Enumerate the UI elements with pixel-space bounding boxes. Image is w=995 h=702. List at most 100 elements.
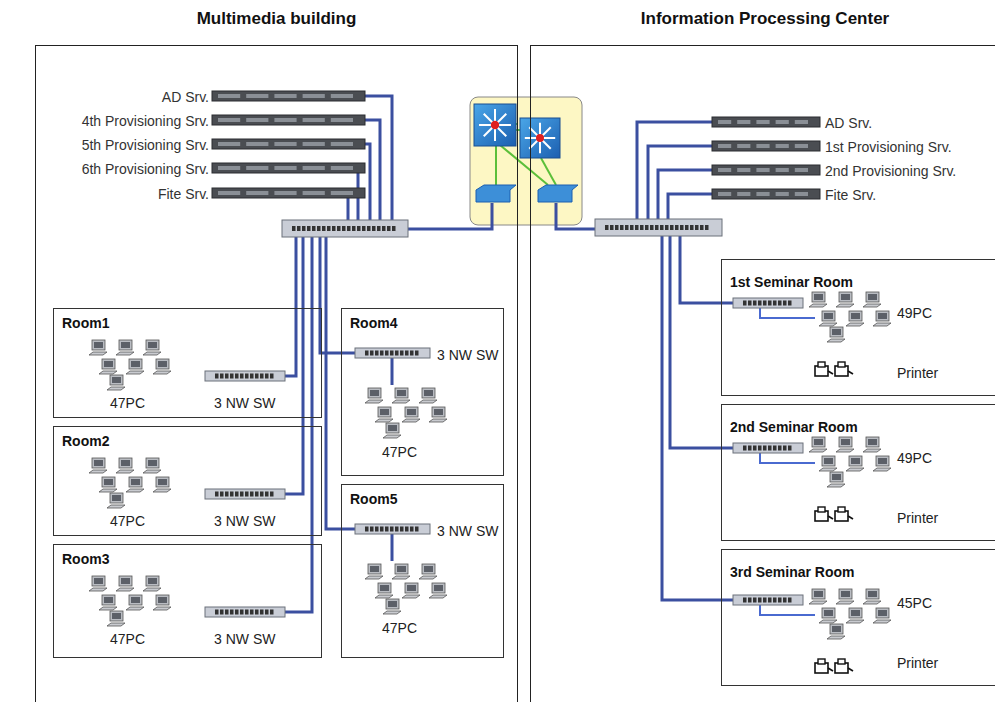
pc-monitor — [812, 292, 825, 302]
node-text: 3 NW SW — [214, 513, 275, 529]
switch-port — [778, 446, 782, 451]
node-text: 49PC — [897, 450, 932, 466]
switch-port — [392, 226, 396, 231]
server-bay — [331, 191, 353, 195]
pc-keyboard — [402, 419, 420, 422]
network-wire — [391, 534, 394, 561]
pc-monitor — [129, 477, 142, 487]
pc-monitor — [422, 564, 435, 574]
pc-monitor — [386, 599, 399, 609]
pc-screen — [814, 591, 823, 597]
switch-port — [260, 374, 264, 379]
pc-monitor — [839, 589, 852, 599]
pc-screen — [112, 613, 121, 619]
server-icon — [712, 165, 820, 175]
pc-screen — [878, 313, 887, 319]
switch-port — [250, 374, 254, 379]
switch-port — [615, 225, 619, 230]
switch-icon — [205, 371, 285, 381]
pc-keyboard — [143, 352, 161, 355]
pc-monitor — [368, 564, 381, 574]
pc-screen — [868, 439, 877, 445]
pc-monitor — [822, 456, 835, 466]
pc-screen — [397, 566, 406, 572]
switch-port — [375, 527, 379, 532]
pc-screen — [94, 578, 103, 584]
network-wire — [760, 308, 815, 318]
pc-keyboard — [116, 352, 134, 355]
pc-keyboard — [809, 449, 827, 452]
pc-screen — [121, 342, 130, 348]
node-heading: 2nd Seminar Room — [730, 419, 858, 435]
switch-port — [352, 226, 356, 231]
switch-port — [743, 301, 747, 306]
node-text: 47PC — [382, 620, 417, 636]
switch-port — [240, 610, 244, 615]
switch-port — [370, 527, 374, 532]
printer-tray — [838, 507, 845, 512]
pc-monitor — [839, 292, 852, 302]
switch-port — [705, 225, 709, 230]
pc-monitor — [866, 589, 879, 599]
switch-port — [225, 374, 229, 379]
switch-port — [788, 301, 792, 306]
pc-screen — [397, 390, 406, 396]
pc-keyboard — [143, 470, 161, 473]
switch-port — [405, 351, 409, 356]
switch-port — [758, 598, 762, 603]
switch-port — [400, 527, 404, 532]
pc-keyboard — [116, 470, 134, 473]
pc-keyboard — [365, 400, 383, 403]
pc-screen — [121, 578, 130, 584]
switch-port — [270, 374, 274, 379]
pc-monitor — [156, 359, 169, 369]
switch-icon — [205, 607, 285, 617]
switch-port — [695, 225, 699, 230]
node-heading: Room4 — [350, 315, 397, 331]
switch-port — [225, 610, 229, 615]
switch-port — [640, 225, 644, 230]
pc-monitor — [102, 359, 115, 369]
switch-port — [385, 527, 389, 532]
switch-port — [245, 610, 249, 615]
pc-monitor — [368, 388, 381, 398]
node-text: 47PC — [110, 631, 145, 647]
pc-monitor — [110, 375, 123, 385]
switch-port — [655, 225, 659, 230]
network-wire — [668, 194, 712, 220]
switch-port — [700, 225, 704, 230]
switch-port — [255, 492, 259, 497]
pc-screen — [407, 585, 416, 591]
pc-keyboard — [126, 371, 144, 374]
switch-port — [630, 225, 634, 230]
server-bay — [737, 120, 750, 124]
server-bay — [795, 120, 808, 124]
pc-monitor — [110, 611, 123, 621]
room-box: Room43 NW SW47PC — [341, 308, 504, 476]
pc-screen — [424, 390, 433, 396]
switch-port — [250, 492, 254, 497]
network-wire — [285, 236, 296, 376]
node-text: 2nd Provisioning Srv. — [825, 163, 956, 179]
pc-monitor — [822, 311, 835, 321]
server-bay — [246, 118, 268, 122]
room-box: Room147PC3 NW SW — [53, 308, 322, 418]
switch-port — [385, 351, 389, 356]
switch-icon — [733, 443, 803, 453]
pc-screen — [158, 479, 167, 485]
switch-port — [763, 446, 767, 451]
server-label: AD Srv. — [39, 89, 209, 106]
switch-port — [605, 225, 609, 230]
printer-tray — [818, 507, 825, 512]
pc-screen — [380, 409, 389, 415]
switch-port — [380, 351, 384, 356]
switch-port — [680, 225, 684, 230]
switch-port — [377, 226, 381, 231]
switch-port — [405, 527, 409, 532]
pc-keyboard — [819, 323, 837, 326]
pc-keyboard — [153, 489, 171, 492]
server-bay — [718, 120, 731, 124]
switch-port — [665, 225, 669, 230]
pc-keyboard — [126, 489, 144, 492]
